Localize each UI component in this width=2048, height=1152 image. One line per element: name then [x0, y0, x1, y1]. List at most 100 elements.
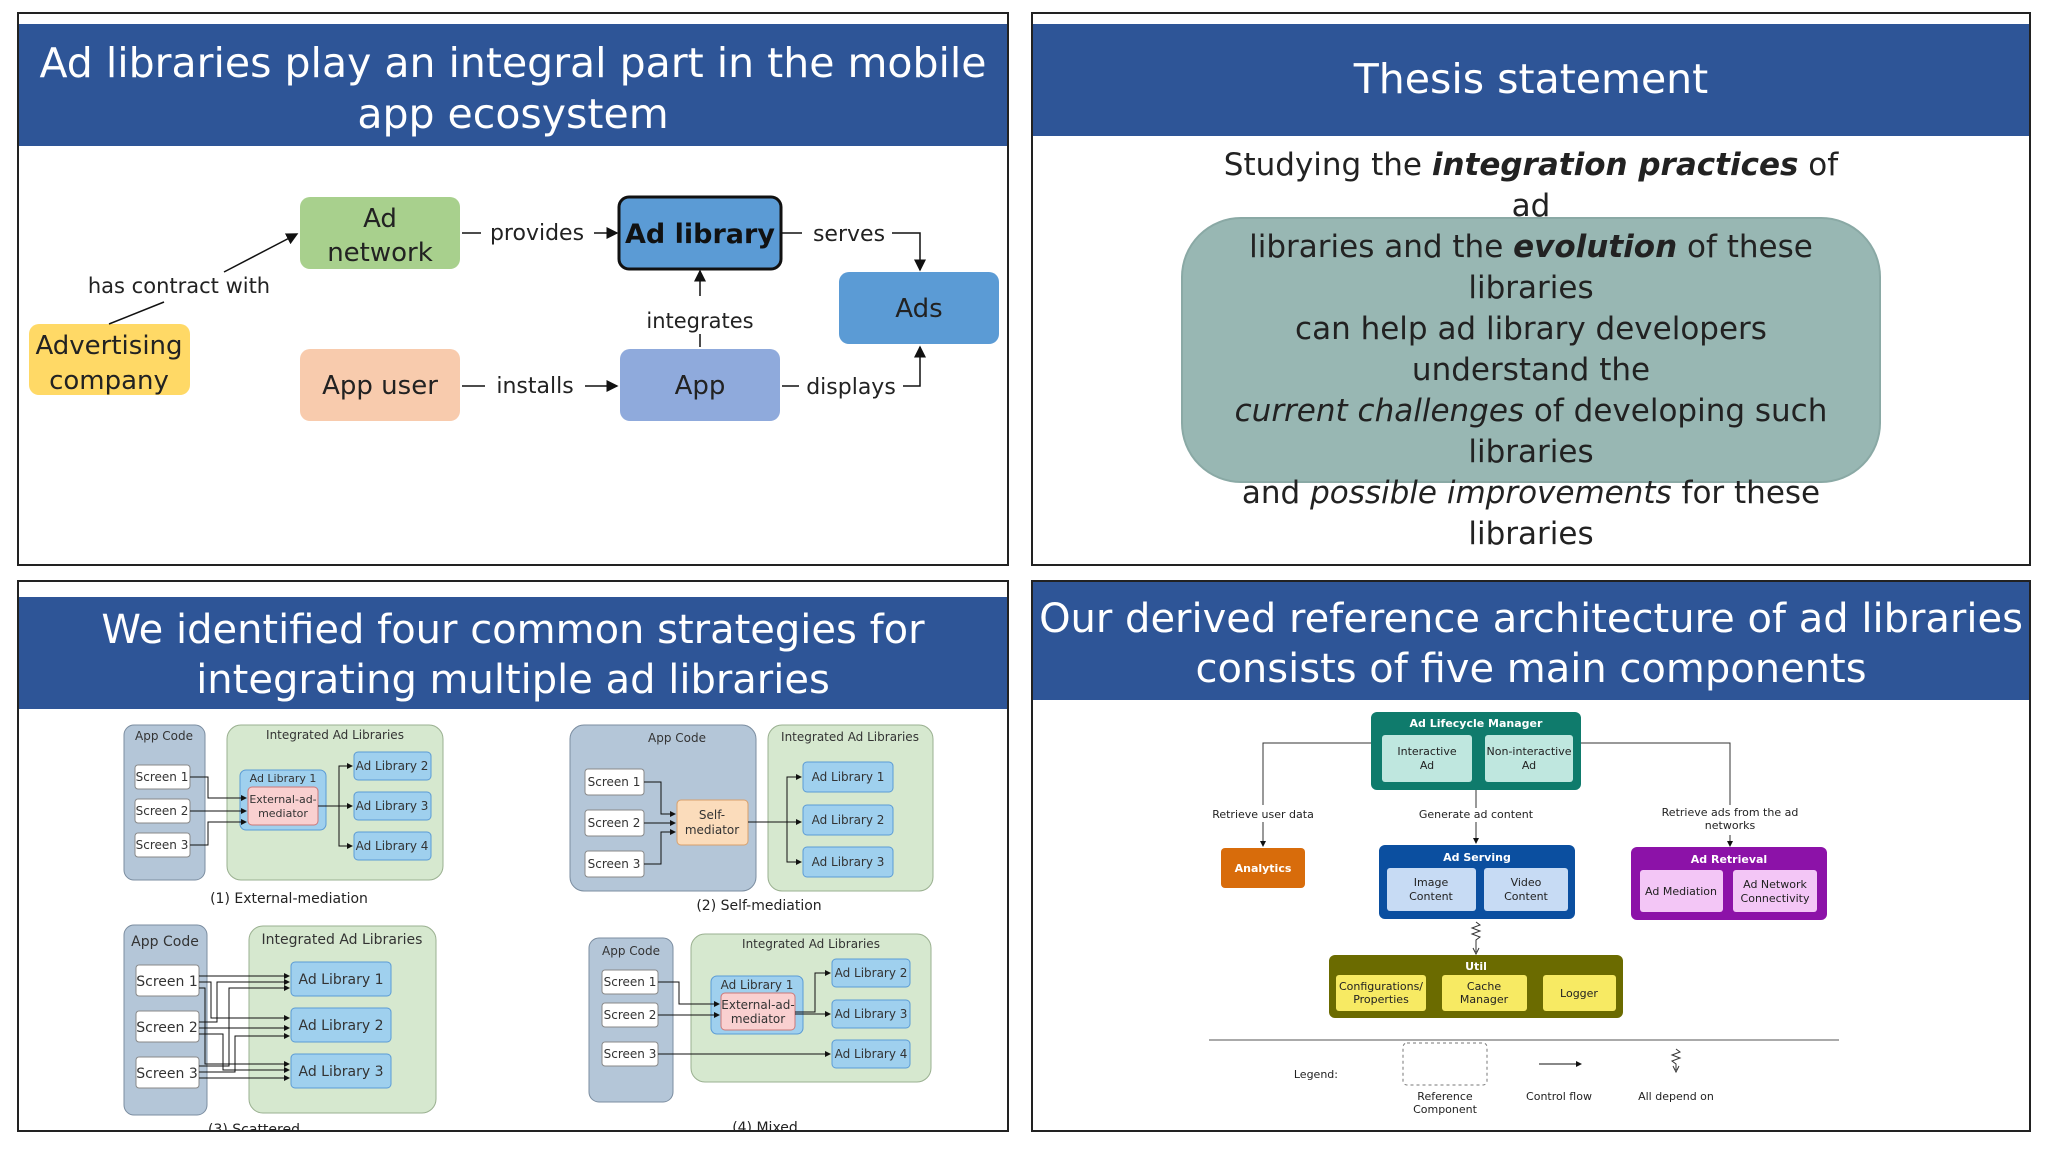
edge-company-contract-upper — [223, 233, 299, 273]
screen-label: Screen 2 — [588, 816, 641, 830]
video-content-box — [1484, 868, 1568, 911]
legend-text: Reference — [1417, 1090, 1473, 1103]
screen-label: Screen 2 — [136, 804, 189, 818]
app-label: App — [675, 371, 726, 401]
ad-library-box — [831, 958, 911, 988]
ad-library-label: Ad Library 2 — [299, 1018, 384, 1034]
integrated-label: Integrated Ad Libraries — [742, 937, 880, 951]
caption-scattered: (3) Scattered — [208, 1122, 300, 1130]
ad-library-node — [617, 195, 783, 271]
ad-library-box — [290, 1053, 392, 1089]
component-label: Ad Mediation — [1645, 885, 1717, 898]
has-contract-with-label: has contract with — [88, 274, 270, 298]
analytics-label: Analytics — [1235, 862, 1292, 875]
component-label: Ad — [1420, 759, 1434, 772]
ad-library-label: Ad Library 2 — [812, 813, 885, 827]
ad-serving-title: Ad Serving — [1443, 851, 1511, 864]
thesis-text: of developing such libraries — [1468, 393, 1828, 470]
thesis-statement-box: Studying the integration practices of ad… — [1181, 147, 1881, 552]
thesis-text: Studying the — [1223, 147, 1432, 183]
thesis-emphasis: evolution — [1513, 229, 1678, 265]
ad-library-label: Ad Library 1 — [250, 772, 317, 785]
advertising-company-label-1: Advertising — [35, 331, 182, 361]
interactive-ad-box — [1382, 735, 1472, 782]
app-user-node — [300, 349, 460, 421]
component-label: Ad — [1522, 759, 1536, 772]
util-title: Util — [1465, 960, 1487, 973]
component-label: Content — [1504, 890, 1548, 903]
screen-label: Screen 3 — [588, 857, 641, 871]
app-code-container — [569, 724, 757, 892]
retrieve-ads-label-2: networks — [1705, 819, 1756, 832]
component-label: Non-interactive — [1487, 745, 1572, 758]
legend-text: All depend on — [1638, 1090, 1714, 1103]
edge-serves-right — [892, 232, 926, 272]
thesis-text: of these libraries — [1468, 229, 1813, 306]
component-label: Configurations/ — [1339, 980, 1423, 993]
title-line-2: integrating multiple ad libraries — [196, 657, 830, 703]
screen-label: Screen 3 — [136, 1066, 198, 1082]
thesis-statement: Studying the integration practices of ad… — [1203, 145, 1859, 555]
screen-label: Screen 1 — [136, 770, 189, 784]
ad-network-label-2: network — [327, 238, 433, 268]
serves-label: serves — [813, 222, 885, 247]
edge-company-contract-lower — [108, 301, 165, 325]
ads-node — [839, 272, 999, 344]
screen-label: Screen 1 — [588, 775, 641, 789]
strategy-scattered: App Code Integrated Ad Libraries Screen … — [123, 924, 437, 1130]
ad-library-label: Ad Library 4 — [356, 839, 429, 853]
ad-lifecycle-manager-title: Ad Lifecycle Manager — [1410, 717, 1543, 730]
component-label: Video — [1511, 876, 1542, 889]
advertising-company-label-2: company — [49, 366, 169, 396]
caption-self-mediation: (2) Self-mediation — [696, 898, 821, 914]
ad-retrieval-title: Ad Retrieval — [1691, 853, 1767, 866]
caption-external-mediation: (1) External-mediation — [210, 891, 368, 907]
ad-library-box — [353, 791, 432, 821]
thesis-text: and — [1241, 475, 1311, 511]
ad-library-box — [802, 804, 894, 836]
ad-library-label: Ad Library 1 — [299, 972, 384, 988]
screen-box — [135, 964, 200, 997]
ad-library-label: Ad Library 3 — [356, 799, 429, 813]
slide-thesis: Thesis statement Studying the integratio… — [1031, 12, 2031, 566]
cache-manager-box — [1442, 975, 1527, 1011]
app-code-label: App Code — [131, 934, 199, 950]
component-label: Image — [1414, 876, 1449, 889]
thesis-text: libraries and the — [1249, 229, 1514, 265]
thesis-title: Thesis statement — [1353, 55, 1709, 104]
ad-library-label: Ad Library 2 — [356, 759, 429, 773]
configurations-box — [1336, 975, 1426, 1011]
strategy-external-mediation: App Code Integrated Ad Libraries Screen … — [123, 724, 444, 907]
advertising-company-node — [29, 324, 190, 395]
thesis-text: can help ad library developers understan… — [1295, 311, 1767, 388]
mediator-label: External-ad- — [721, 998, 794, 1012]
title-line-2: app ecosystem — [357, 90, 669, 139]
mediator-label: External-ad- — [249, 793, 316, 806]
legend-text: Component — [1413, 1103, 1478, 1116]
ads-label: Ads — [895, 294, 942, 324]
thesis-italic: possible improvements — [1310, 475, 1672, 511]
screen-label: Screen 1 — [136, 974, 198, 990]
slide-title-bar: Thesis statement — [1033, 24, 2029, 136]
ad-library-label: Ad library — [625, 219, 775, 250]
ad-library-label: Ad Library 4 — [835, 1047, 908, 1061]
app-code-label: App Code — [135, 729, 193, 743]
legend-reference-component-icon — [1402, 1042, 1488, 1086]
slide-title-bar: Ad libraries play an integral part in th… — [19, 24, 1007, 146]
ad-library-box — [353, 831, 432, 861]
logger-box — [1543, 975, 1616, 1011]
app-code-label: App Code — [648, 731, 706, 745]
ad-library-box — [802, 761, 894, 793]
screen-label: Screen 1 — [604, 975, 657, 989]
thesis-text: for these libraries — [1468, 475, 1821, 552]
displays-label: displays — [806, 375, 896, 400]
integrated-label: Integrated Ad Libraries — [266, 728, 404, 742]
mediator-label: Self- — [699, 808, 725, 822]
thesis-italic: current challenges — [1234, 393, 1525, 429]
ad-library-box — [802, 846, 894, 878]
slide-ecosystem: Ad libraries play an integral part in th… — [17, 12, 1009, 566]
architecture-diagram: Ad Lifecycle Manager Interactive Ad Non-… — [1209, 712, 1839, 1116]
slide-strategies: We identified four common strategies for… — [17, 580, 1009, 1132]
mediator-label: mediator — [685, 823, 739, 837]
ad-library-box — [831, 1039, 911, 1069]
